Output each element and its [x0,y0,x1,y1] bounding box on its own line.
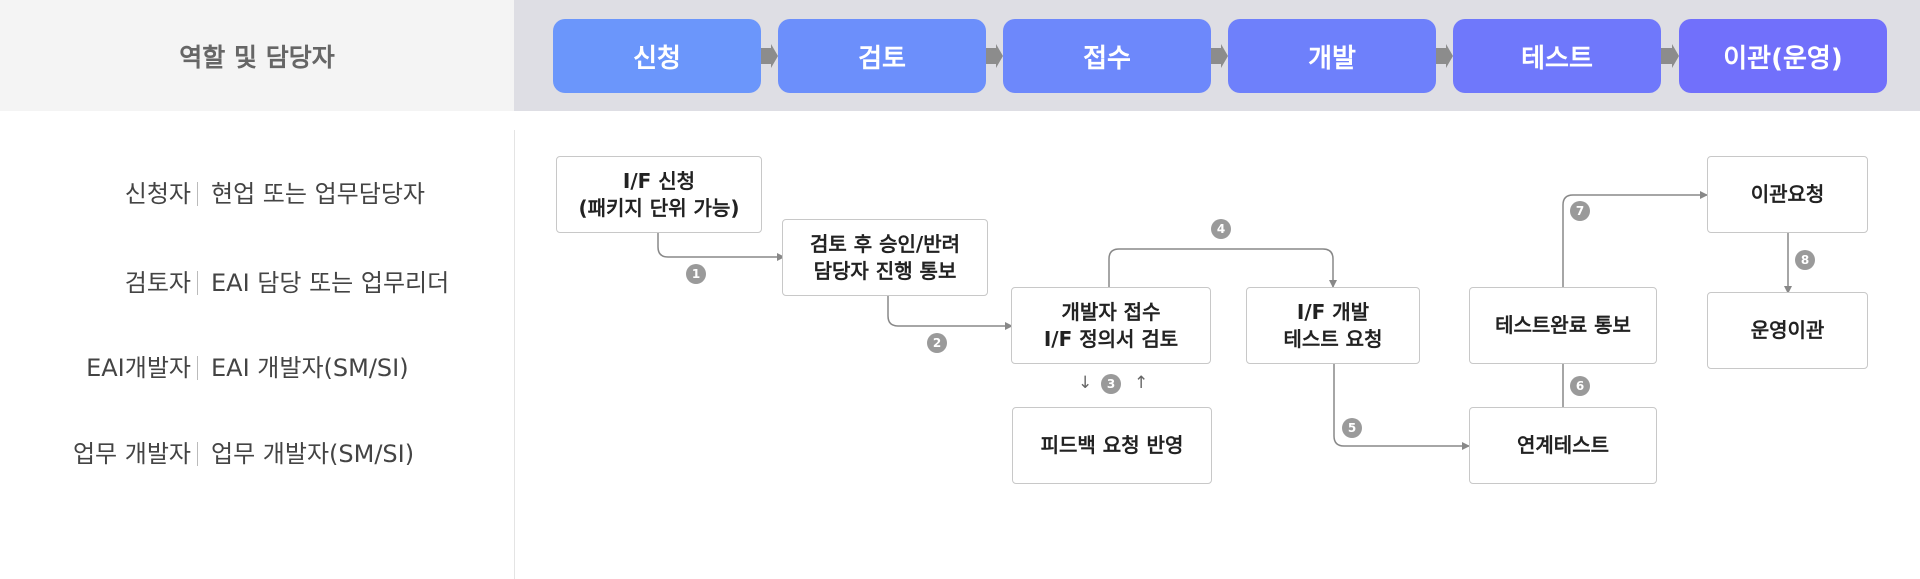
role-desc: 업무 개발자(SM/SI) [211,440,415,468]
stage-review: 검토 [778,19,986,93]
step-badge-3: 3 [1101,374,1121,394]
box-integration-test-line1: 연계테스트 [1517,433,1609,457]
box-test-done-line1: 테스트완료 통보 [1495,313,1631,337]
connector-testdone-transfer [1562,191,1708,287]
role-desc: EAI 개발자(SM/SI) [211,354,409,382]
role-separator [197,442,198,466]
role-separator [197,182,198,206]
stage-connector-arrow [1661,44,1679,68]
box-transfer-request: 이관요청 [1707,156,1868,233]
box-receive-line1: 개발자 접수 [1061,299,1161,324]
box-apply-line2: (패키지 단위 가능) [578,195,740,220]
role-desc: EAI 담당 또는 업무리더 [211,269,450,297]
role-separator [197,356,198,380]
box-apply: I/F 신청 (패키지 단위 가능) [556,156,762,233]
stage-transfer: 이관(운영) [1679,19,1887,93]
stage-apply: 신청 [553,19,761,93]
stage-develop: 개발 [1228,19,1436,93]
role-name: 업무 개발자 [72,440,191,468]
role-name: 검토자 [124,269,191,297]
box-develop-line1: I/F 개발 [1296,299,1370,324]
role-name: 신청자 [124,180,191,208]
box-develop-line2: 테스트 요청 [1283,326,1383,351]
connector-review-receive [887,293,1013,330]
role-separator [197,271,198,295]
box-receive-line2: I/F 정의서 검토 [1043,326,1179,351]
role-row-reviewer: 검토자 EAI 담당 또는 업무리더 [0,263,470,303]
stage-connector-arrow [1436,44,1453,68]
box-apply-line1: I/F 신청 [622,168,696,193]
role-desc: 현업 또는 업무담당자 [211,180,425,208]
step-badge-6: 6 [1570,376,1590,396]
step-badge-8: 8 [1795,250,1815,270]
stage-connector-arrow [986,44,1003,68]
box-transfer-request-line1: 이관요청 [1750,182,1825,206]
arrow-down-icon: ↓ [1078,373,1093,393]
column-divider [514,130,515,579]
box-receive: 개발자 접수 I/F 정의서 검토 [1011,287,1211,364]
box-operation-transfer-line1: 운영이관 [1750,318,1825,342]
connector-develop-integration [1333,364,1470,450]
box-integration-test: 연계테스트 [1469,407,1657,484]
stage-receive: 접수 [1003,19,1211,93]
role-row-eai-developer: EAI개발자 EAI 개발자(SM/SI) [0,348,470,388]
box-review: 검토 후 승인/반려 담당자 진행 통보 [782,219,988,296]
stage-connector-arrow [761,44,778,68]
box-feedback: 피드백 요청 반영 [1012,407,1212,484]
step-badge-2: 2 [927,333,947,353]
connector-receive-develop [1108,248,1337,288]
step-badge-7: 7 [1570,201,1590,221]
box-develop: I/F 개발 테스트 요청 [1246,287,1420,364]
stage-test: 테스트 [1453,19,1661,93]
box-review-line1: 검토 후 승인/반려 [809,231,961,256]
step-badge-1: 1 [686,264,706,284]
step-badge-4: 4 [1211,219,1231,239]
box-operation-transfer: 운영이관 [1707,292,1868,369]
role-name: EAI개발자 [86,354,191,382]
connector-apply-review [657,233,785,261]
box-feedback-line1: 피드백 요청 반영 [1040,433,1184,457]
role-row-business-developer: 업무 개발자 업무 개발자(SM/SI) [0,434,470,474]
role-row-applicant: 신청자 현업 또는 업무담당자 [0,174,470,214]
step-badge-5: 5 [1342,418,1362,438]
box-test-done: 테스트완료 통보 [1469,287,1657,364]
arrow-up-icon: ↑ [1134,373,1149,393]
roles-header: 역할 및 담당자 [0,0,514,111]
box-review-line2: 담당자 진행 통보 [813,258,957,283]
stage-connector-arrow [1211,44,1228,68]
